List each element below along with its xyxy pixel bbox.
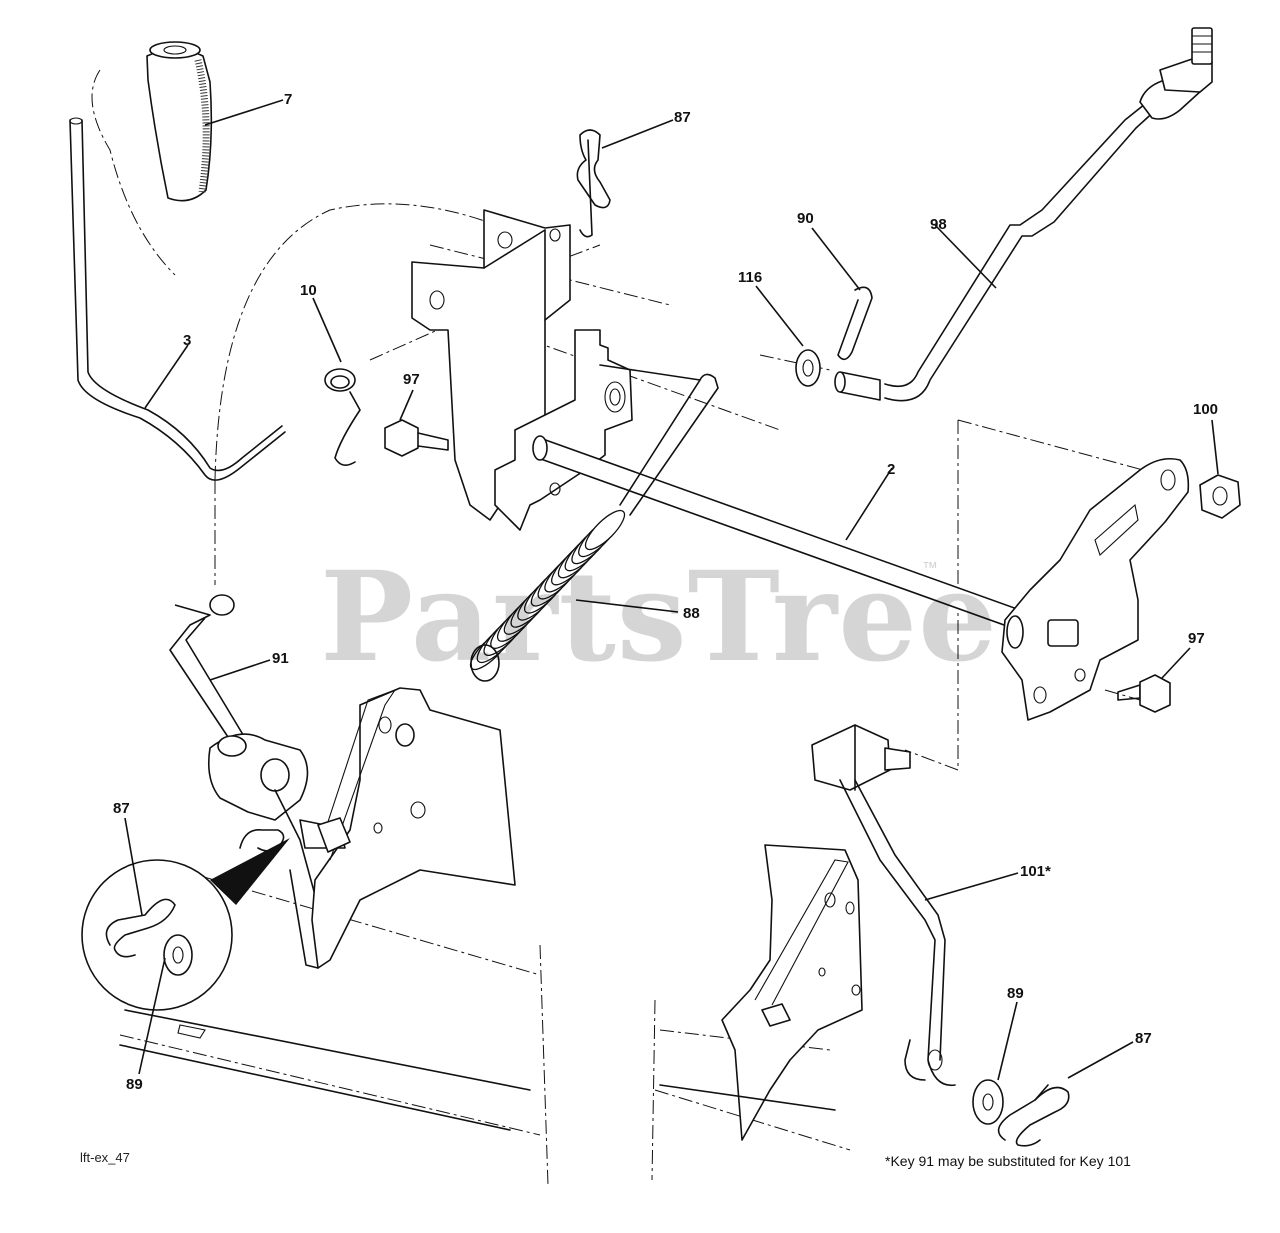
callout-97-right[interactable]: 97 [1188,630,1205,647]
assist-spring-part[interactable] [465,364,719,682]
detail-inset [81,838,290,1011]
spring-10-part[interactable] [324,368,361,466]
callout-87-top[interactable]: 87 [674,109,691,126]
callout-87-right[interactable]: 87 [1135,1030,1152,1047]
washer-89-right-part[interactable] [972,1079,1004,1125]
lift-link-101-part[interactable] [811,724,956,1087]
callout-7[interactable]: 7 [284,91,293,108]
callout-87-detail[interactable]: 87 [113,800,130,817]
bolt-97-left-part[interactable] [384,419,449,457]
callout-88[interactable]: 88 [683,605,700,622]
footnote: *Key 91 may be substituted for Key 101 [885,1153,1131,1169]
hairpin-clip-87-right-part[interactable] [997,1084,1070,1147]
callout-89-detail[interactable]: 89 [126,1076,143,1093]
spring-coil [584,509,626,551]
washer-116-part[interactable] [795,349,821,387]
callout-100[interactable]: 100 [1193,401,1219,418]
lift-rod-part[interactable] [834,27,1213,402]
pivot-bracket-part[interactable] [494,329,633,531]
cotter-pin-90-part[interactable] [837,286,873,361]
right-lift-arm-part[interactable] [1001,457,1190,721]
trademark-mark: ™ [922,560,938,577]
callout-91[interactable]: 91 [272,650,289,667]
left-mount-plate-part[interactable] [299,687,516,969]
callout-10[interactable]: 10 [300,282,317,299]
leader-lines [124,99,1219,1081]
watermark-text: PartsTree [320,545,999,690]
lift-lever-part[interactable] [69,117,286,481]
lever-grip-part[interactable] [146,41,213,202]
nut-100-part[interactable] [1199,474,1241,519]
figure-id: lft-ex_47 [80,1150,130,1165]
callout-90[interactable]: 90 [797,210,814,227]
lift-link-91-part[interactable] [169,594,331,969]
callout-97-left[interactable]: 97 [403,371,420,388]
callout-116[interactable]: 116 [738,269,763,286]
right-mount-plate-part[interactable] [721,844,863,1141]
hairpin-clip-87-top-part[interactable] [576,129,611,238]
bolt-97-right-part[interactable] [1117,674,1171,713]
callout-98[interactable]: 98 [930,216,947,233]
callout-3[interactable]: 3 [183,332,192,349]
callout-101[interactable]: 101* [1020,863,1051,880]
callout-89-right[interactable]: 89 [1007,985,1024,1002]
callout-2[interactable]: 2 [887,461,896,478]
